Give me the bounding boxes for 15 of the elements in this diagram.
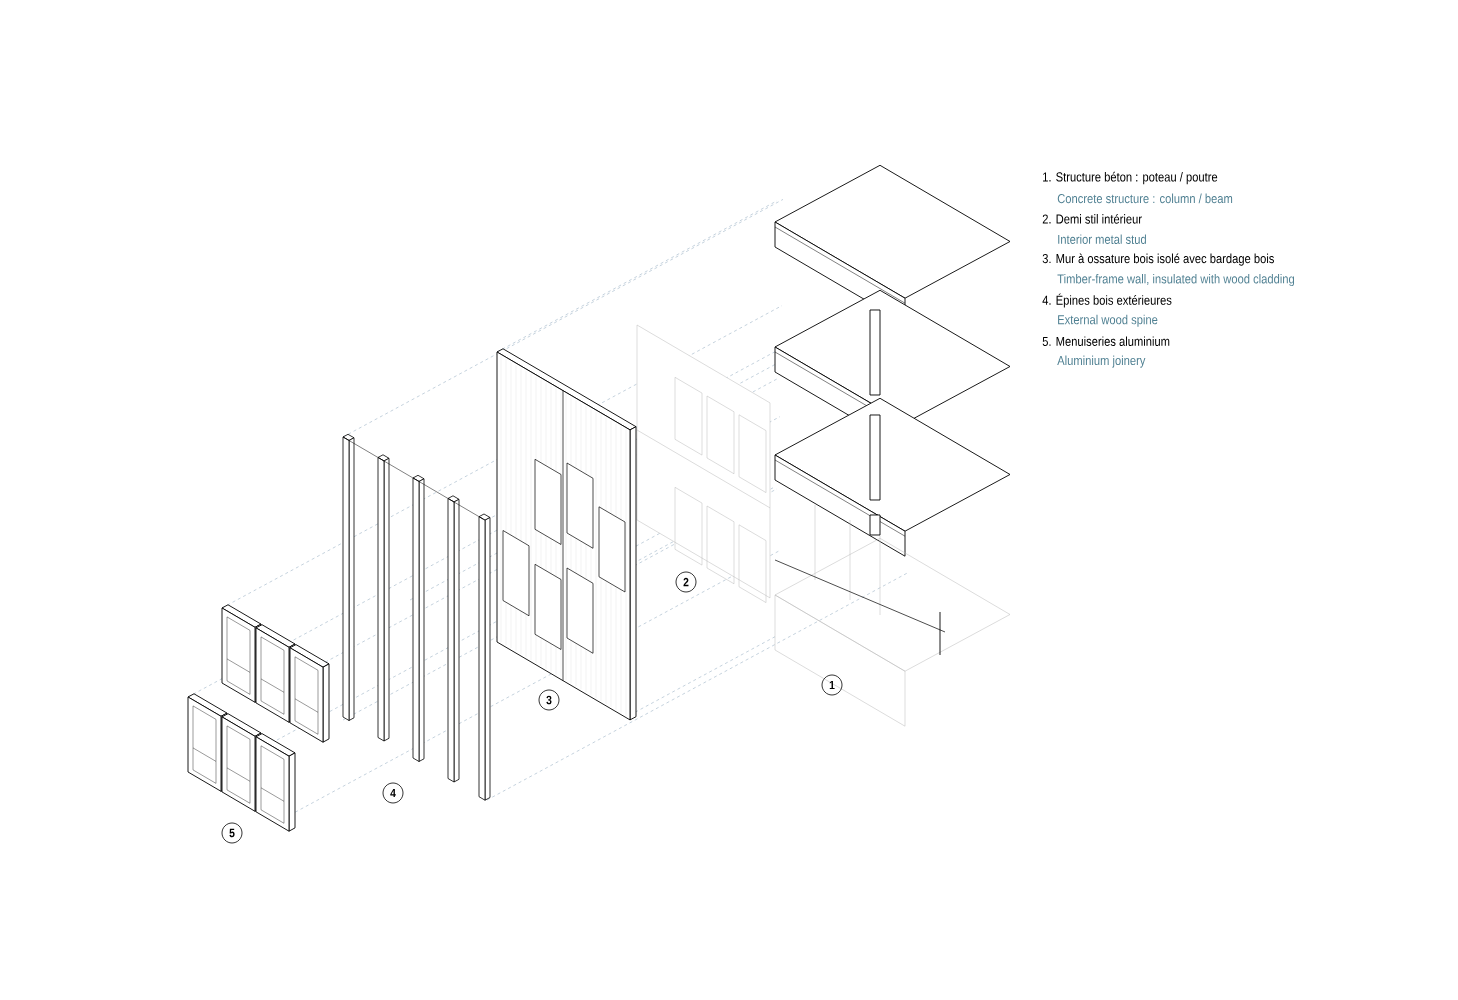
callout-number: 3 [538, 689, 560, 711]
translation-text: Aluminium joinery [1057, 355, 1146, 368]
translation-text: Concrete structure : column / beam [1057, 193, 1233, 204]
callout-number: 1 [821, 674, 843, 696]
list-item: 4. Épines bois extérieures [1042, 293, 1172, 308]
translation-text: External wood spine [1058, 314, 1158, 327]
translation-text: Interior metal stud [1058, 234, 1146, 244]
list-item: 3. Mur à ossature bois isolé avec bardage bois [1042, 253, 1274, 266]
list-item: 1. Structure béton : poteau / poutre [1043, 171, 1218, 185]
callout-number: 4 [382, 782, 404, 804]
list-item: 2. Demi stil intérieur [1042, 213, 1142, 224]
callout-number: 5 [221, 822, 243, 844]
list-item: 5. Menuiseries aluminium [1042, 336, 1170, 346]
callout-number: 2 [675, 571, 697, 593]
translation-text: Timber-frame wall, insulated with wood cladding [1057, 273, 1295, 287]
